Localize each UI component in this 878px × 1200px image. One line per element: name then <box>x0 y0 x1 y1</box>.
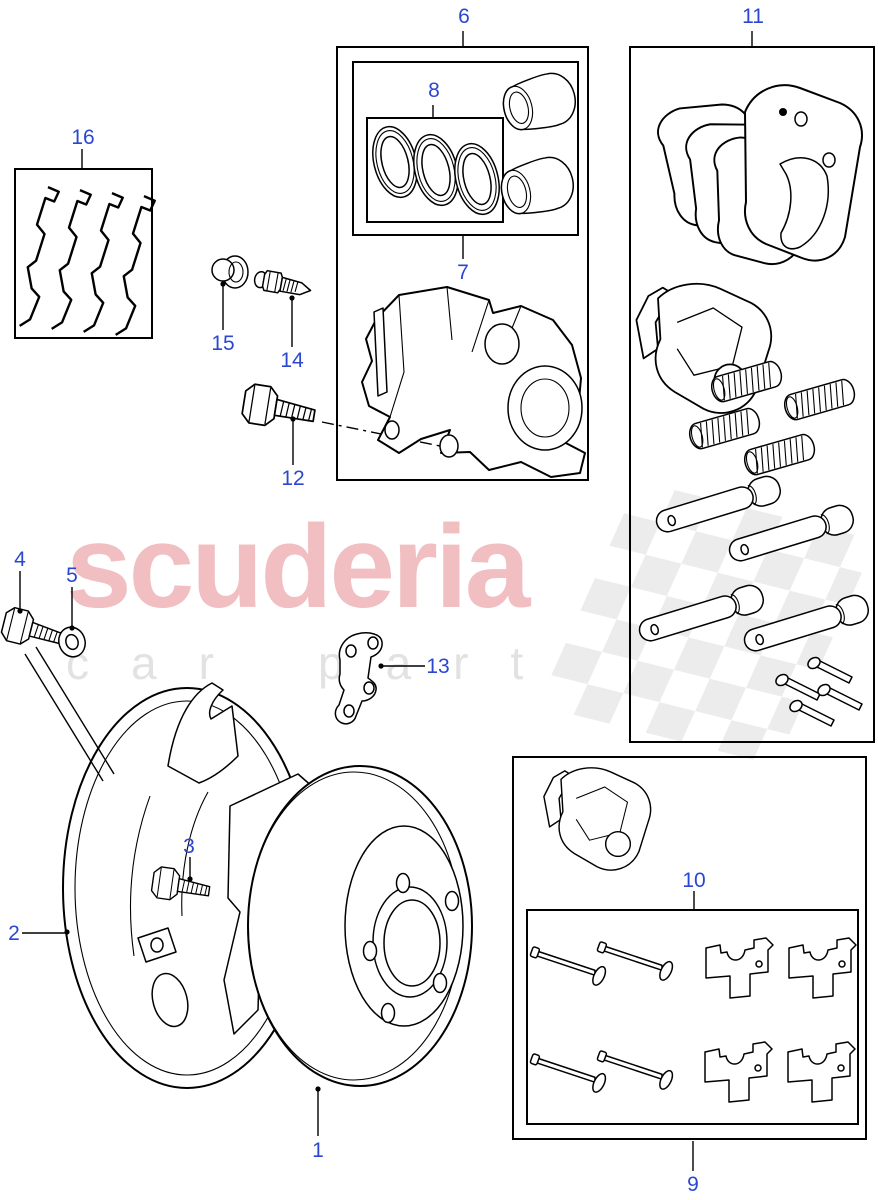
callout-11[interactable]: 11 <box>742 5 764 28</box>
callout-14[interactable]: 14 <box>280 349 304 372</box>
brake-caliper <box>321 286 586 478</box>
pad-retaining-clips <box>18 184 157 338</box>
box-8-seal-kit <box>366 117 504 223</box>
callout-8[interactable]: 8 <box>428 79 440 102</box>
box-16-retaining-clips <box>14 168 153 339</box>
washer <box>58 626 86 658</box>
brake-disc <box>247 765 473 1087</box>
caliper-bolt <box>240 382 319 434</box>
fitting-kit-pins <box>526 940 678 1096</box>
callout-13[interactable]: 13 <box>426 655 450 678</box>
callout-2[interactable]: 2 <box>8 922 20 945</box>
gasket-plate <box>334 632 383 725</box>
callout-16[interactable]: 16 <box>71 126 95 149</box>
watermark-tagline-car: car <box>66 637 256 689</box>
box-7-piston-kit <box>352 61 579 236</box>
callout-7[interactable]: 7 <box>457 261 469 284</box>
caliper-pistons <box>495 67 582 222</box>
bleed-screw-cap <box>211 255 249 289</box>
box-9-pad-fitting-kit <box>512 756 867 1140</box>
callout-3[interactable]: 3 <box>183 835 195 858</box>
callout-15[interactable]: 15 <box>211 332 235 355</box>
callout-5[interactable]: 5 <box>66 564 78 587</box>
callout-12[interactable]: 12 <box>281 467 305 490</box>
callout-10[interactable]: 10 <box>682 869 706 892</box>
watermark-brand-text: scuderia <box>66 501 530 633</box>
mounting-bolt <box>0 605 69 655</box>
leader-lines <box>17 31 753 1171</box>
callout-6[interactable]: 6 <box>458 5 470 28</box>
callout-1[interactable]: 1 <box>312 1139 324 1162</box>
anti-rattle-clips <box>704 937 857 1103</box>
pad-guide-pins <box>635 472 873 658</box>
callout-4[interactable]: 4 <box>14 548 26 571</box>
brake-pad-small <box>543 767 652 871</box>
cotter-pins <box>773 654 863 727</box>
bleed-screw <box>253 269 312 296</box>
box-10-fitting-kit <box>526 909 859 1125</box>
brake-pad-stack <box>649 84 863 270</box>
caliper-seal-rings <box>365 121 507 220</box>
callout-9[interactable]: 9 <box>687 1173 699 1196</box>
